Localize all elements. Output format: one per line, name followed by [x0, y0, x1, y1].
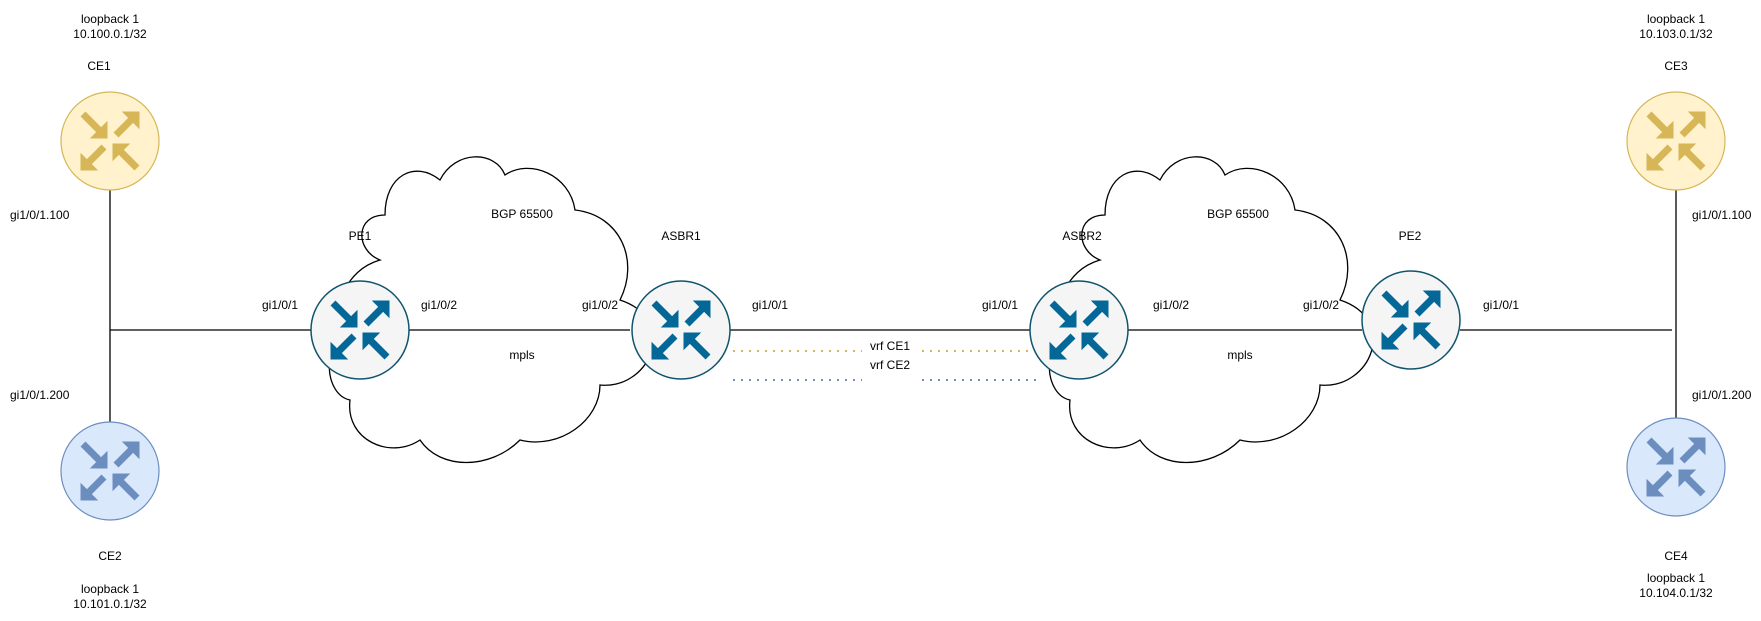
ce4-interface-label: gi1/0/1.200: [1692, 388, 1752, 402]
asbr2-name: ASBR2: [1062, 229, 1102, 243]
asbr1-name: ASBR1: [661, 229, 701, 243]
router-ce3[interactable]: [1626, 91, 1726, 191]
ce4-loopback-label: loopback 1: [1647, 571, 1705, 585]
ce1-loopback-ip: 10.100.0.1/32: [73, 27, 147, 41]
router-ce2[interactable]: [60, 421, 160, 521]
pe2-name: PE2: [1399, 229, 1422, 243]
router-asbr1[interactable]: [631, 280, 731, 380]
ce1-name: CE1: [87, 59, 111, 73]
mpls-cloud-right: [1048, 156, 1374, 464]
cloud-right-protocol: mpls: [1227, 348, 1252, 362]
pe1-right-interface: gi1/0/2: [421, 298, 457, 312]
ce2-name: CE2: [98, 549, 122, 563]
vrf-lines: [733, 350, 1036, 381]
links: [109, 190, 1677, 422]
asbr1-left-interface: gi1/0/2: [582, 298, 618, 312]
pe2-left-interface: gi1/0/2: [1303, 298, 1339, 312]
ce1-interface-label: gi1/0/1.100: [10, 208, 70, 222]
ce1-loopback-label: loopback 1: [81, 12, 139, 26]
router-ce1[interactable]: [60, 91, 160, 191]
asbr1-right-interface: gi1/0/1: [752, 298, 788, 312]
ce4-name: CE4: [1664, 549, 1688, 563]
pe1-left-interface: gi1/0/1: [262, 298, 298, 312]
asbr2-right-interface: gi1/0/2: [1153, 298, 1189, 312]
ce3-loopback-ip: 10.103.0.1/32: [1639, 27, 1713, 41]
router-ce4[interactable]: [1626, 417, 1726, 517]
vrf-ce2-label: vrf CE2: [870, 358, 910, 372]
router-pe2[interactable]: [1361, 270, 1461, 370]
ce3-name: CE3: [1664, 59, 1688, 73]
ce3-loopback-label: loopback 1: [1647, 12, 1705, 26]
cloud-left-protocol: mpls: [509, 348, 534, 362]
router-pe1[interactable]: [310, 280, 410, 380]
ce2-loopback-ip: 10.101.0.1/32: [73, 597, 147, 611]
pe2-right-interface: gi1/0/1: [1483, 298, 1519, 312]
vrf-ce1-label: vrf CE1: [870, 339, 910, 353]
ce3-interface-label: gi1/0/1.100: [1692, 208, 1752, 222]
cloud-right-as-label: BGP 65500: [1207, 207, 1269, 221]
ce4-loopback-ip: 10.104.0.1/32: [1639, 586, 1713, 600]
asbr2-left-interface: gi1/0/1: [982, 298, 1018, 312]
cloud-left-as-label: BGP 65500: [491, 207, 553, 221]
ce2-loopback-label: loopback 1: [81, 582, 139, 596]
pe1-name: PE1: [349, 229, 372, 243]
router-asbr2[interactable]: [1029, 280, 1129, 380]
ce2-interface-label: gi1/0/1.200: [10, 388, 70, 402]
